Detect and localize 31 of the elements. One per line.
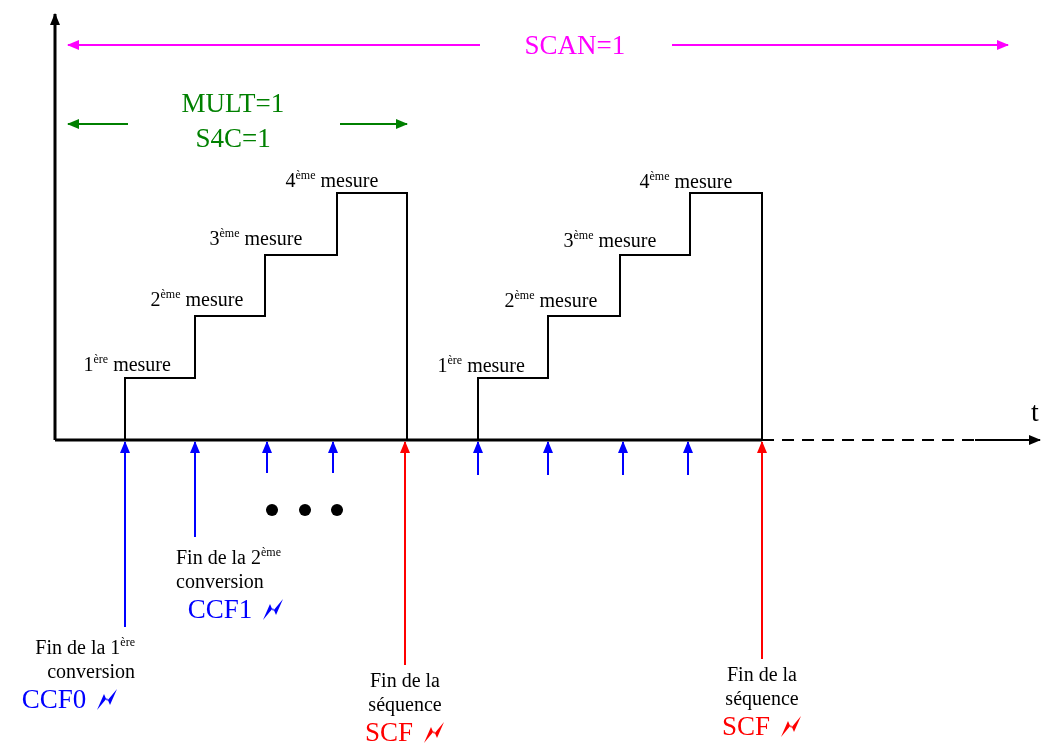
- flag-name: SCF: [721, 710, 770, 742]
- event-arrow: [400, 441, 410, 666]
- event-description: Fin de la séquence: [724, 662, 800, 710]
- step-label: 3$^{ème}$ mesure: [563, 226, 657, 252]
- event-description: Fin de la 1$^{ère}$ conversion: [34, 634, 135, 683]
- event-arrow: [262, 441, 272, 474]
- flag-name: CCF0: [21, 682, 87, 715]
- event-description: Fin de la séquence: [367, 668, 443, 716]
- event-arrow: [543, 441, 553, 476]
- event-arrow: [757, 441, 767, 660]
- event-arrow: [120, 441, 130, 628]
- step-label: 4$^{ème}$ mesure: [285, 166, 379, 192]
- axis-label: t: [1031, 396, 1039, 428]
- flag-name: CCF1: [187, 592, 253, 625]
- event-arrow: [190, 441, 200, 538]
- event-arrow: [618, 441, 628, 476]
- time-axis: [55, 435, 1041, 445]
- step-label: 4$^{ème}$ mesure: [639, 167, 733, 193]
- step-label: 2$^{ème}$ mesure: [150, 285, 244, 311]
- range-label: S4C=1: [195, 122, 271, 154]
- range-label: MULT=1: [181, 87, 285, 119]
- step-label: 1$^{ère}$ mesure: [83, 350, 171, 376]
- event-description: Fin de la 2$^{ème}$ conversion: [176, 544, 282, 593]
- event-arrow: [683, 441, 693, 476]
- step-label: 2$^{ème}$ mesure: [504, 286, 598, 312]
- step-label: 3$^{ème}$ mesure: [209, 224, 303, 250]
- flag-name: SCF: [364, 716, 413, 748]
- event-arrow: [328, 441, 338, 474]
- step-label: 1$^{ère}$ mesure: [437, 351, 525, 377]
- event-arrow: [473, 441, 483, 476]
- range-label: SCAN=1: [524, 29, 626, 61]
